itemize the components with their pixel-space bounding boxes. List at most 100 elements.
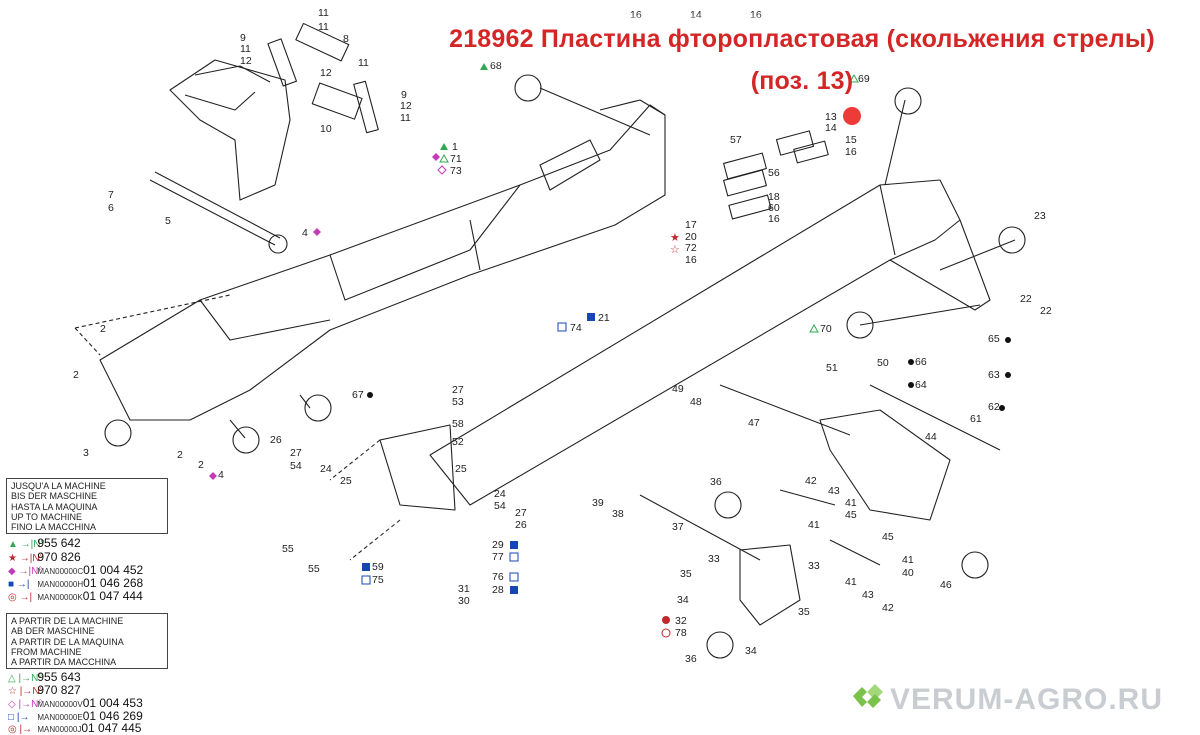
label-11d: 11 <box>358 57 369 69</box>
blue-square-icon <box>587 313 595 321</box>
label-73: 73 <box>450 165 462 177</box>
label-77: 77 <box>492 551 504 563</box>
label-53: 53 <box>452 396 464 408</box>
label-41b: 41 <box>845 497 857 509</box>
label-34b: 34 <box>745 645 757 657</box>
magenta-diamond-icon <box>313 228 321 236</box>
legend-line: JUSQU'A LA MACHINE <box>11 481 106 491</box>
label-40: 40 <box>902 567 914 579</box>
label-48: 48 <box>690 396 702 408</box>
label-1: 1 <box>452 141 458 153</box>
label-14a: 14 <box>690 9 702 21</box>
label-11b: 11 <box>318 21 329 33</box>
code-symbol: ◎ →| <box>8 592 33 603</box>
label-27c: 27 <box>515 507 527 519</box>
label-11c: 11 <box>240 43 251 55</box>
code-symbol: □ |→ <box>8 712 30 723</box>
label-31: 31 <box>458 583 470 595</box>
label-23: 23 <box>1034 210 1046 222</box>
code-symbol: ★ →|N° <box>8 553 44 564</box>
main-boom <box>99 104 666 421</box>
code-row: ■ →| MAN00000H01 046 268 <box>8 576 143 590</box>
label-37: 37 <box>672 521 684 533</box>
black-dot-icon <box>1005 372 1011 378</box>
label-27a: 27 <box>452 384 464 396</box>
pin-5 <box>149 179 276 246</box>
blue-square-icon <box>362 563 370 571</box>
code-row: □ |→ MAN00000E01 046 269 <box>8 709 143 723</box>
label-38: 38 <box>612 508 624 520</box>
label-17: 17 <box>685 219 697 231</box>
label-7: 7 <box>108 189 114 201</box>
black-dot-icon <box>999 405 1005 411</box>
label-65: 65 <box>988 333 1000 345</box>
green-triangle-icon <box>809 323 819 333</box>
label-64: 64 <box>915 379 927 391</box>
label-33a: 33 <box>708 553 720 565</box>
label-41c: 41 <box>902 554 914 566</box>
label-33b: 33 <box>808 560 820 572</box>
label-29: 29 <box>492 539 504 551</box>
part-number-labels: 11 11 9 11 12 8 12 11 9 12 11 10 7 6 5 4… <box>73 7 1052 665</box>
code-row: ★ →|N° 970 826 <box>8 550 81 564</box>
label-26b: 26 <box>515 519 527 531</box>
label-2b: 2 <box>73 369 79 381</box>
label-36a: 36 <box>710 476 722 488</box>
label-16d: 16 <box>768 213 780 225</box>
label-59: 59 <box>372 561 384 573</box>
legend-line: A PARTIR DE LA MAQUINA <box>11 636 124 647</box>
lower-bracket <box>379 424 456 511</box>
watermark-text: VERUM-AGRO.RU <box>890 683 1163 716</box>
label-45b: 45 <box>882 531 894 543</box>
label-2d: 2 <box>198 459 204 471</box>
label-43b: 43 <box>862 589 874 601</box>
label-43a: 43 <box>828 485 840 497</box>
label-67: 67 <box>352 389 364 401</box>
label-34a: 34 <box>677 594 689 606</box>
code-symbol: ☆ |→N° <box>8 686 44 697</box>
blue-square-icon <box>510 541 518 549</box>
legend-line: BIS DER MASCHINE <box>11 491 98 502</box>
label-22b: 22 <box>1040 305 1052 317</box>
marker-symbols: ★ ☆ <box>209 63 1011 638</box>
part-13-hotspot[interactable] <box>843 107 861 125</box>
code-symbol: ■ →| <box>8 579 30 590</box>
code-row: △ |→N° 955 643 <box>8 670 81 684</box>
code-value: 01 004 452 <box>83 563 144 577</box>
label-47: 47 <box>748 417 760 429</box>
label-56: 56 <box>768 167 780 179</box>
code-value: 01 046 269 <box>82 709 143 723</box>
label-35a: 35 <box>680 568 692 580</box>
label-6: 6 <box>108 202 114 214</box>
label-20: 20 <box>685 231 697 243</box>
label-14b: 14 <box>825 122 837 134</box>
site-watermark: VERUM-AGRO.RU <box>850 680 1195 720</box>
label-55b: 55 <box>308 563 320 575</box>
code-row: ◆ →|N° MAN00000C01 004 452 <box>8 563 143 577</box>
legend-until-machine: JUSQU'A LA MACHINE BIS DER MASCHINE HAST… <box>6 478 168 534</box>
red-star-icon: ★ <box>670 232 680 244</box>
black-dot-icon <box>1005 337 1011 343</box>
label-16b: 16 <box>750 9 762 21</box>
label-12b: 12 <box>320 67 332 79</box>
label-68: 68 <box>490 60 502 72</box>
label-36b: 36 <box>685 653 697 665</box>
code-row: ▲ →|N° 955 642 <box>8 536 81 550</box>
label-41d: 41 <box>845 576 857 588</box>
code-prefix: MAN00000E <box>37 713 83 722</box>
code-value: 955 642 <box>37 536 81 550</box>
label-16c: 16 <box>845 146 857 158</box>
label-4b: 4 <box>218 469 224 481</box>
code-symbol: △ |→N° <box>8 673 43 684</box>
code-value: 970 827 <box>37 683 81 697</box>
label-39: 39 <box>592 497 604 509</box>
green-triangle-icon <box>439 153 449 163</box>
code-value: 01 047 444 <box>82 589 143 603</box>
label-51: 51 <box>826 362 838 374</box>
label-45a: 45 <box>845 509 857 521</box>
diamond-logo-icon <box>850 681 884 722</box>
label-70: 70 <box>820 323 832 335</box>
blue-square-icon <box>509 552 519 562</box>
label-42b: 42 <box>882 602 894 614</box>
label-55a: 55 <box>282 543 294 555</box>
